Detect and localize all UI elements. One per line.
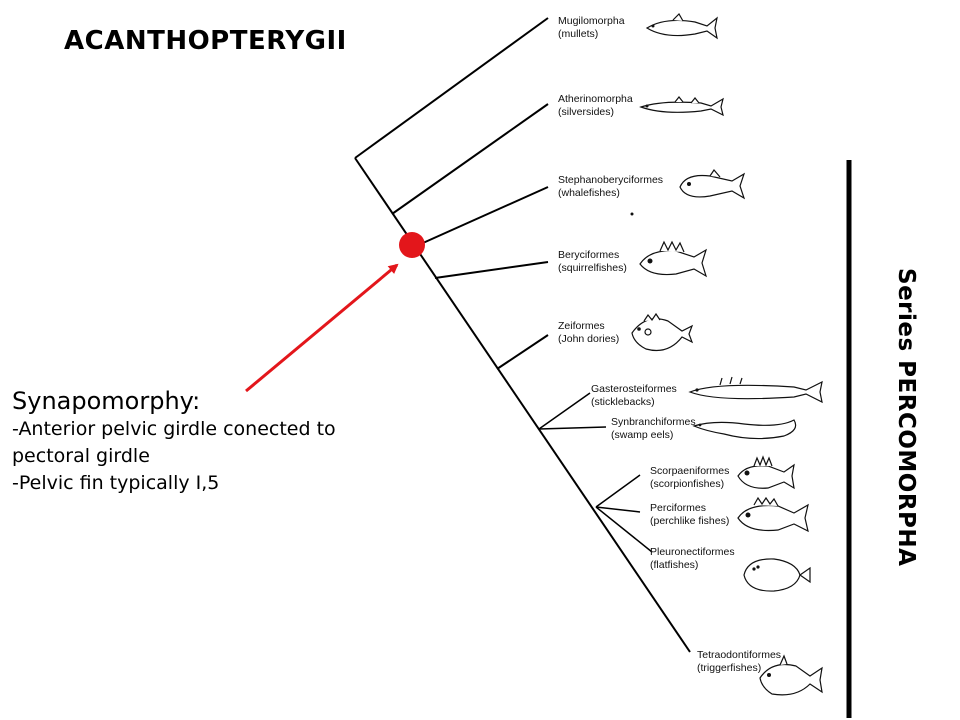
taxon-label-pleuronectiformes: Pleuronectiformes (flatfishes): [650, 546, 735, 571]
scorpionfish-icon: [737, 455, 795, 490]
taxon-label-atherinomorpha: Atherinomorpha (silversides): [558, 93, 633, 118]
synapomorphy-point: -Anterior pelvic girdle conected to: [12, 418, 336, 440]
synapomorphy-point: pectoral girdle: [12, 445, 150, 467]
stray-dot: [630, 212, 634, 216]
svg-text:Mugilomorpha: Mugilomorpha: [558, 15, 625, 27]
taxon-label-gasterosteiformes: Gasterosteiformes (sticklebacks): [591, 383, 677, 408]
svg-text:Atherinomorpha: Atherinomorpha: [558, 93, 633, 105]
svg-text:Tetraodontiformes: Tetraodontiformes: [697, 649, 781, 661]
flatfish-icon: [743, 558, 811, 592]
svg-text:(triggerfishes): (triggerfishes): [697, 662, 761, 674]
taxon-label-stephanoberyciformes: Stephanoberyciformes (whalefishes): [558, 174, 663, 199]
svg-text:Perciformes: Perciformes: [650, 502, 706, 514]
svg-text:(mullets): (mullets): [558, 28, 598, 40]
synapomorphy-arrow: [245, 263, 399, 393]
perch-icon: [737, 496, 809, 533]
svg-text:Beryciformes: Beryciformes: [558, 249, 619, 261]
squirrelfish-icon: [639, 240, 708, 278]
taxon-label-beryciformes: Beryciformes (squirrelfishes): [558, 249, 627, 274]
synapomorphy-heading: Synapomorphy:: [12, 387, 201, 415]
whalefish-icon: [679, 169, 746, 200]
swamp-eel-icon: [692, 419, 797, 440]
svg-text:Scorpaeniformes: Scorpaeniformes: [650, 465, 729, 477]
svg-text:Stephanoberyciformes: Stephanoberyciformes: [558, 174, 663, 186]
taxon-label-zeiformes: Zeiformes (John dories): [558, 320, 619, 345]
silverside-icon: [639, 96, 724, 117]
svg-text:Zeiformes: Zeiformes: [558, 320, 605, 332]
svg-text:(John dories): (John dories): [558, 333, 619, 345]
stickleback-icon: [688, 376, 823, 404]
svg-text:(whalefishes): (whalefishes): [558, 187, 620, 199]
taxon-label-tetraodontiformes: Tetraodontiformes (triggerfishes): [697, 649, 781, 674]
mullet-icon: [645, 13, 718, 40]
branch-atherinomorpha: [391, 103, 549, 215]
taxon-label-mugilomorpha: Mugilomorpha (mullets): [558, 15, 625, 40]
svg-text:(swamp eels): (swamp eels): [611, 429, 673, 441]
svg-text:(perchlike fishes): (perchlike fishes): [650, 515, 729, 527]
svg-text:(flatfishes): (flatfishes): [650, 559, 698, 571]
branch-scorpaeniformes: [595, 474, 641, 508]
svg-text:(squirrelfishes): (squirrelfishes): [558, 262, 627, 274]
svg-text:Pleuronectiformes: Pleuronectiformes: [650, 546, 735, 558]
taxon-label-synbranchiformes: Synbranchiformes (swamp eels): [611, 416, 696, 441]
branch-perciformes: [595, 506, 641, 513]
series-label: Series PERCOMORPHA: [893, 268, 919, 567]
branch-stephanoberyciformes: [413, 186, 549, 248]
svg-text:(silversides): (silversides): [558, 106, 614, 118]
svg-text:Gasterosteiformes: Gasterosteiformes: [591, 383, 677, 395]
taxon-label-perciformes: Perciformes (perchlike fishes): [650, 502, 729, 527]
branch-synbranchiformes: [538, 426, 607, 430]
tree-root-branch: [354, 17, 549, 159]
taxon-label-scorpaeniformes: Scorpaeniformes (scorpionfishes): [650, 465, 729, 490]
branch-zeiformes: [496, 334, 549, 370]
synapomorphy-point: -Pelvic fin typically I,5: [12, 472, 220, 494]
synapomorphy-node-marker: [399, 232, 425, 258]
svg-text:Synbranchiformes: Synbranchiformes: [611, 416, 696, 428]
branch-beryciformes: [434, 261, 549, 279]
john-dory-icon: [631, 312, 694, 352]
svg-text:(sticklebacks): (sticklebacks): [591, 396, 655, 408]
page-title: ACANTHOPTERYGII: [64, 26, 347, 56]
triggerfish-icon: [759, 654, 823, 696]
branch-gasterosteiformes: [538, 392, 591, 430]
svg-text:(scorpionfishes): (scorpionfishes): [650, 478, 724, 490]
branch-pleuronectiformes: [595, 506, 653, 553]
synapomorphy-note: Synapomorphy: -Anterior pelvic girdle co…: [12, 386, 336, 497]
